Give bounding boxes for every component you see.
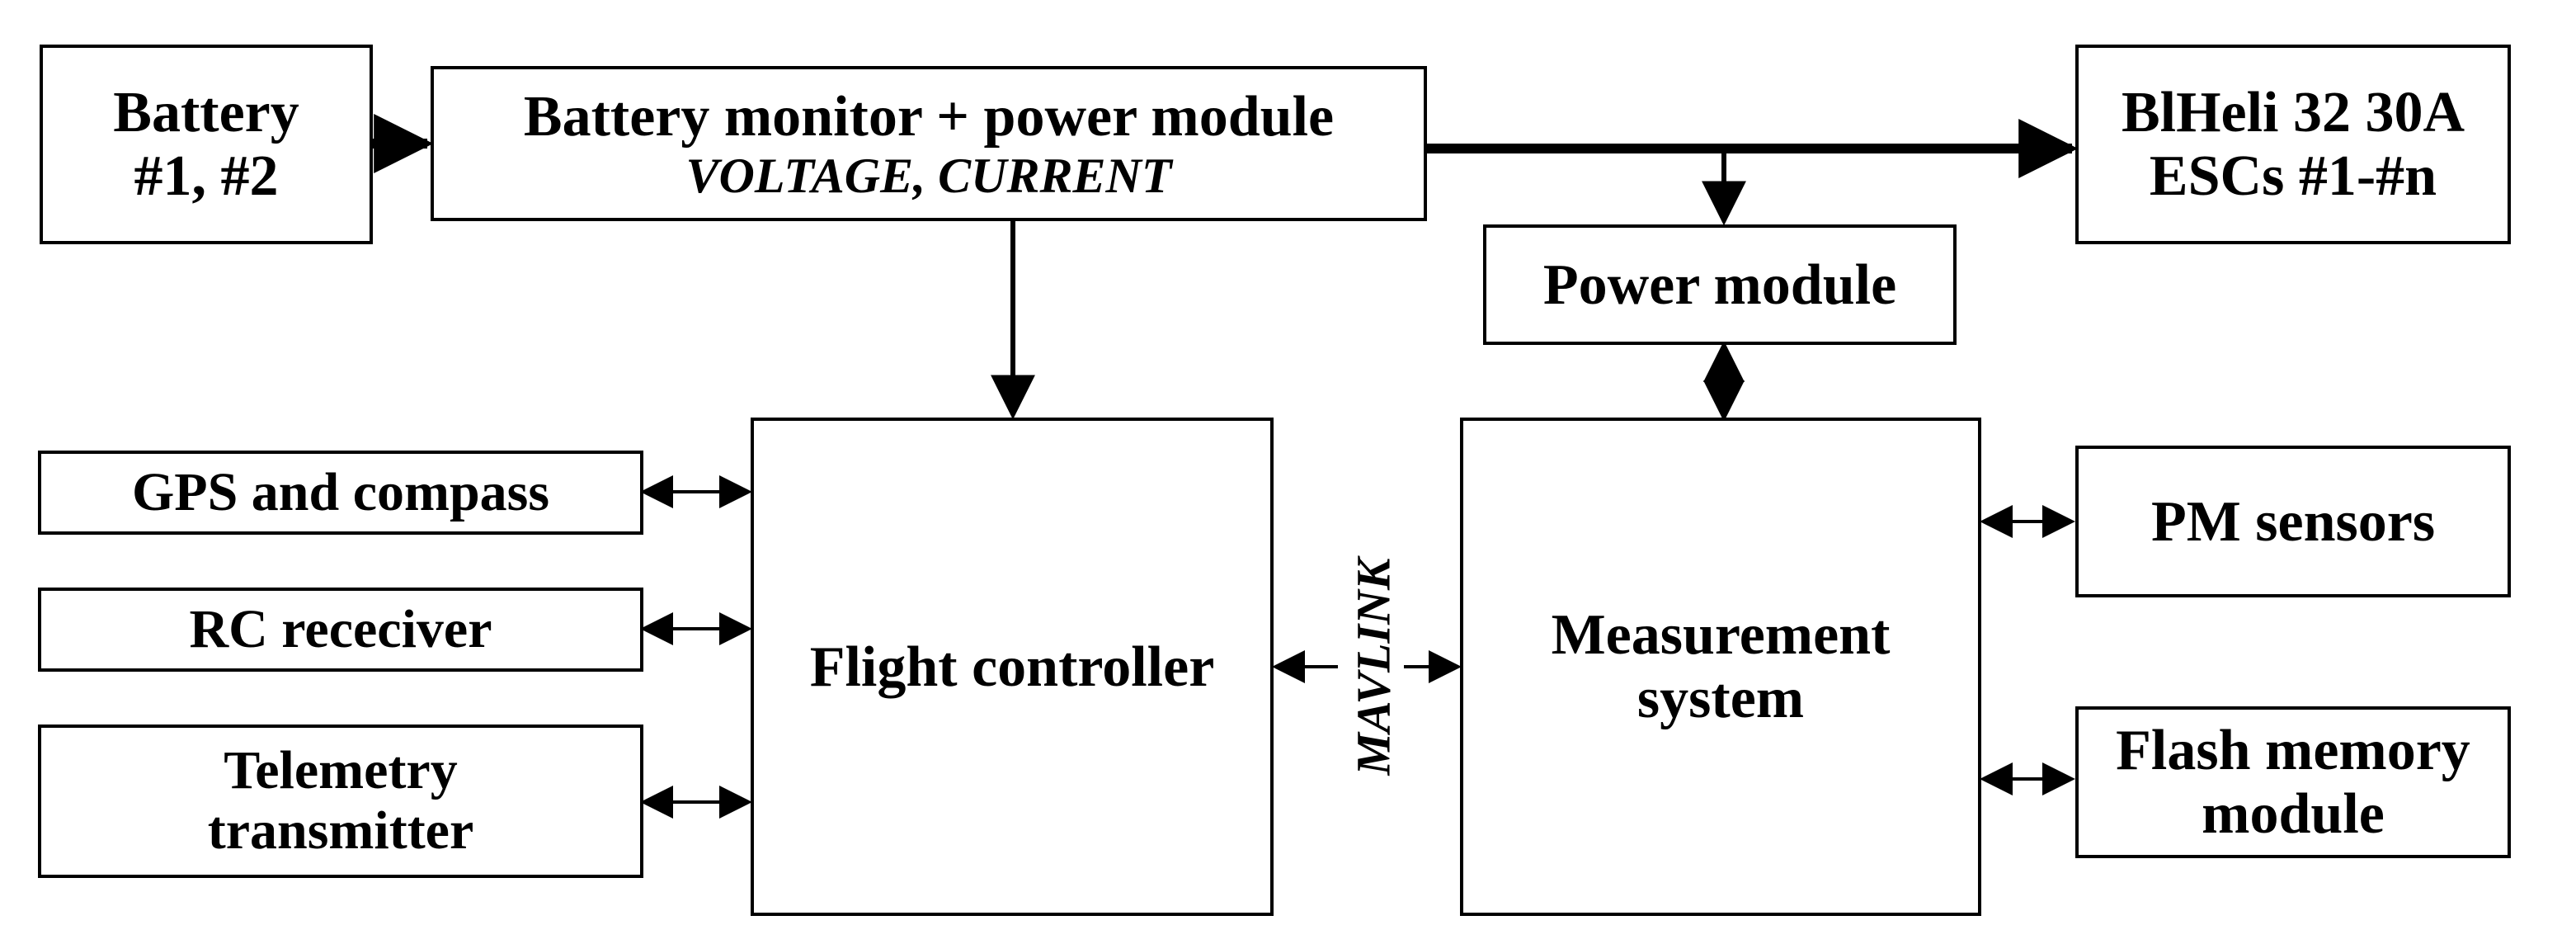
battery-monitor-box: Battery monitor + power module VOLTAGE, …: [431, 66, 1427, 221]
power-module-box: Power module: [1483, 224, 1957, 345]
flash-line1: Flash memory: [2116, 719, 2470, 782]
battery-line2: #1, #2: [134, 144, 279, 208]
rc-receiver-box: RC receciver: [38, 588, 643, 672]
escs-line1: BlHeli 32 30A: [2121, 81, 2465, 144]
measurement-system-box: Measurement system: [1460, 418, 1981, 916]
battery-line1: Battery: [113, 81, 299, 144]
telemetry-line2: transmitter: [207, 800, 474, 861]
gps-compass-label: GPS and compass: [131, 461, 550, 522]
flash-line2: module: [2202, 782, 2385, 846]
pm-sensors-box: PM sensors: [2075, 446, 2511, 597]
escs-line2: ESCs #1-#n: [2149, 144, 2437, 208]
measurement-line2: system: [1636, 667, 1805, 730]
flight-controller-box: Flight controller: [751, 418, 1274, 916]
flash-memory-box: Flash memory module: [2075, 706, 2511, 858]
power-module-label: Power module: [1542, 253, 1897, 317]
telemetry-line1: Telemetry: [224, 740, 458, 801]
telemetry-transmitter-box: Telemetry transmitter: [38, 725, 643, 878]
battery-monitor-title: Battery monitor + power module: [523, 84, 1335, 149]
escs-box: BlHeli 32 30A ESCs #1-#n: [2075, 45, 2511, 244]
gps-compass-box: GPS and compass: [38, 451, 643, 535]
mavlink-label: MAVLINK: [1346, 558, 1401, 776]
battery-monitor-subtitle: VOLTAGE, CURRENT: [685, 148, 1172, 203]
flight-controller-label: Flight controller: [809, 635, 1215, 699]
battery-box: Battery #1, #2: [40, 45, 373, 244]
pm-sensors-label: PM sensors: [2150, 489, 2436, 554]
measurement-line1: Measurement: [1551, 603, 1891, 667]
rc-receiver-label: RC receciver: [189, 598, 492, 659]
